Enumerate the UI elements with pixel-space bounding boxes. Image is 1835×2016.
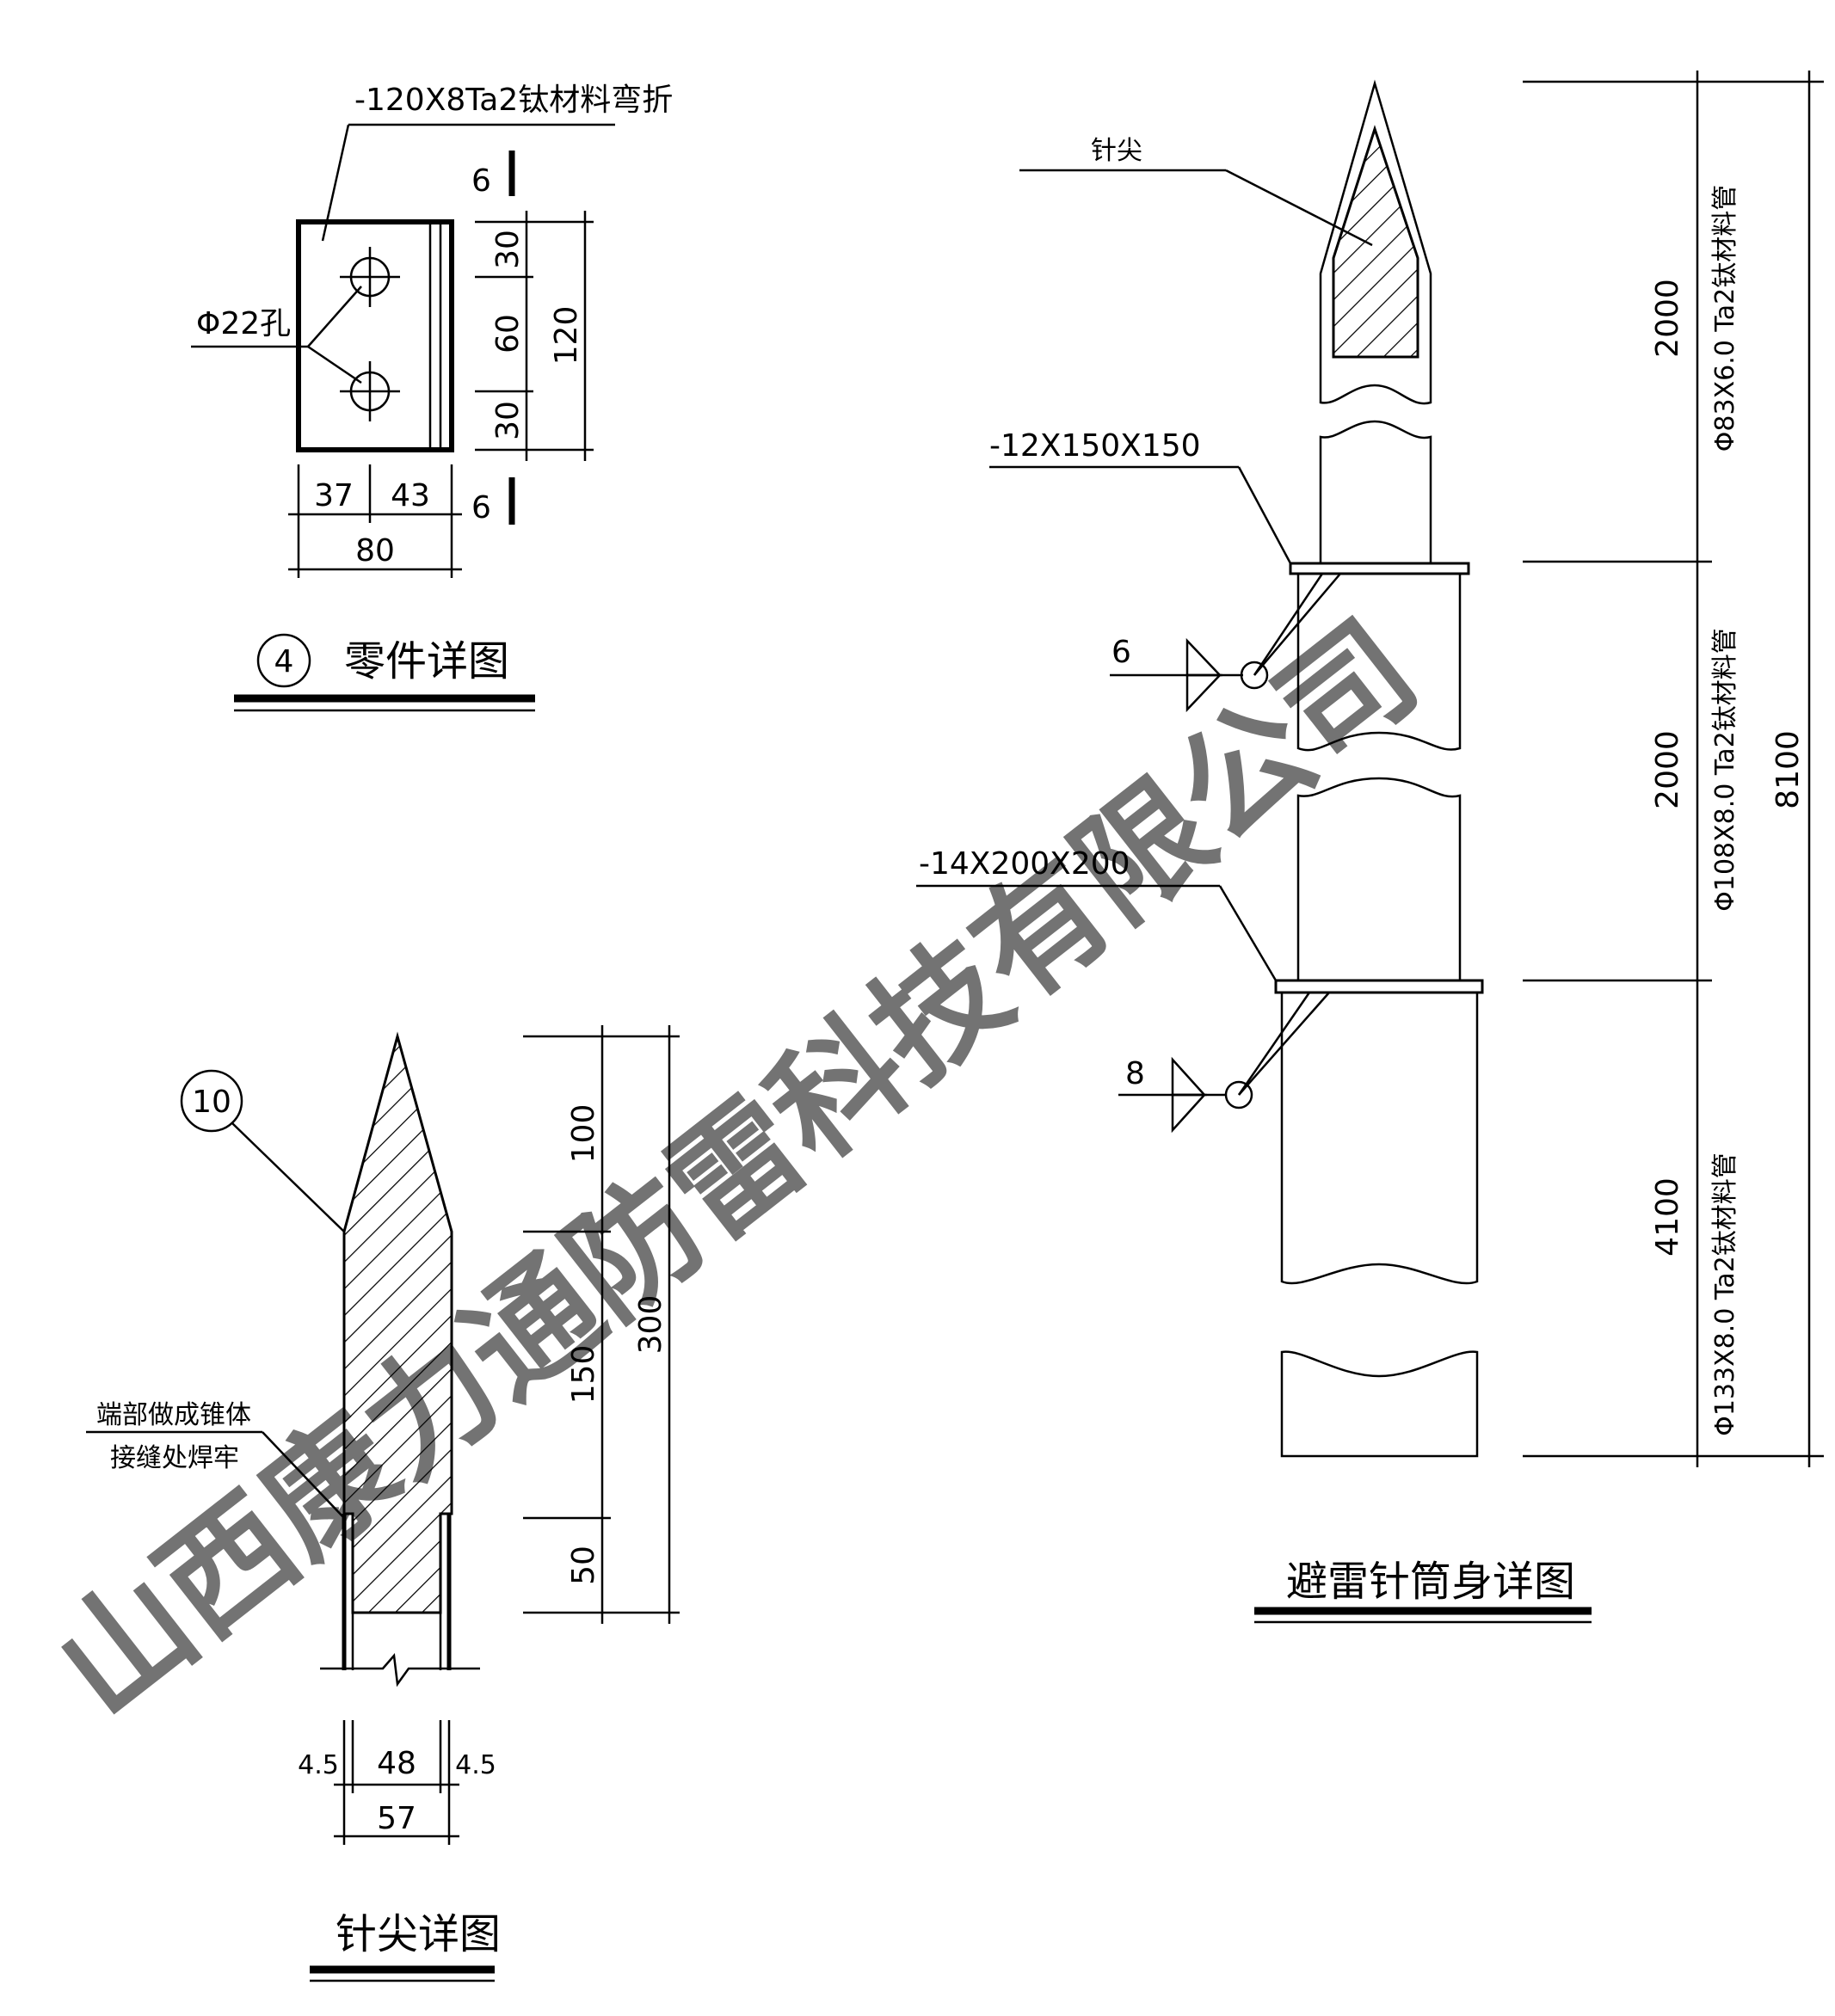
svg-text:6: 6 [471,163,491,199]
tip-cone [342,1031,453,1614]
rod-segment-3-upper [1280,991,1479,1285]
rod-segment-3-lower [1280,1350,1479,1458]
watermark-text: 山西康力通防雷科技有限公司 [30,594,1444,1745]
plate-label: -120X8Ta2钛材料弯折 [354,83,673,118]
seg-3-spec: Φ133X8.0 Ta2钛材料管 [1710,1152,1740,1436]
tip-detail-title: 针尖详图 [336,1910,501,1958]
dim-100: 100 [566,1104,601,1164]
detail-number-circle [256,633,311,688]
plate-2-label: -14X200X200 [919,846,1130,882]
rod-detail: 针尖 -12X150X150 -14X200X200 6 8 2000 Φ83X… [916,71,1824,1624]
flange-plate-2 [1274,979,1484,994]
rod-segment-2-lower [1296,777,1462,982]
dim-60: 60 [490,314,526,353]
dim-50: 50 [566,1546,601,1585]
flange-plate-1 [1289,562,1470,575]
rod-segment-1-lower [1319,420,1432,565]
rod-segment-1-upper [1319,79,1432,405]
seg-1-length: 2000 [1650,279,1685,358]
dim-4.5-right: 4.5 [455,1750,496,1780]
weld-1-size: 6 [1111,635,1131,670]
hole-label: Φ22孔 [196,306,291,341]
dim-120: 120 [549,306,584,366]
rod-tip-label: 针尖 [1091,136,1142,166]
dim-80: 80 [355,533,395,569]
svg-text:6: 6 [471,490,491,526]
seg-3-length: 4100 [1650,1177,1685,1257]
tip-number: 10 [192,1085,231,1120]
weld-symbol-1 [1240,661,1269,690]
dim-30-bottom: 30 [490,401,526,440]
dim-150: 150 [566,1345,601,1404]
part-detail: Φ22孔 -120X8Ta2钛材料弯折 6 6 30 60 30 120 37 … [191,83,673,712]
dim-300: 300 [633,1295,668,1355]
seg-2-spec: Φ108X8.0 Ta2钛材料管 [1710,628,1740,912]
dim-57: 57 [377,1801,416,1836]
weld-symbol-2 [1224,1080,1253,1109]
seg-2-length: 2000 [1650,730,1685,809]
break-line [320,1653,480,1687]
rod-segment-2-upper [1296,572,1462,752]
part-detail-title: 零件详图 [344,637,509,685]
rod-tip-hatched [1332,125,1419,359]
total-length: 8100 [1770,730,1806,809]
weld-2-size: 8 [1125,1056,1145,1091]
plate-outline [296,219,454,452]
tip-detail: 10 端部做成锥体 接缝处焊牢 100 150 50 300 4.5 48 4.… [86,1025,680,1982]
plate-1-label: -12X150X150 [989,428,1201,464]
seg-1-spec: Φ83X6.0 Ta2钛材料管 [1710,185,1740,452]
dim-48: 48 [377,1746,416,1781]
tip-note-line1: 端部做成锥体 [96,1400,251,1430]
watermark: 山西康力通防雷科技有限公司 [30,594,1444,1745]
dim-43: 43 [391,478,430,513]
dim-30-top: 30 [490,230,526,269]
rod-detail-title: 避雷针筒身详图 [1286,1558,1575,1606]
dim-37: 37 [314,478,354,513]
detail-number: 4 [274,644,294,679]
dim-4.5-left: 4.5 [298,1750,339,1780]
tip-note-line2: 接缝处焊牢 [110,1443,239,1473]
